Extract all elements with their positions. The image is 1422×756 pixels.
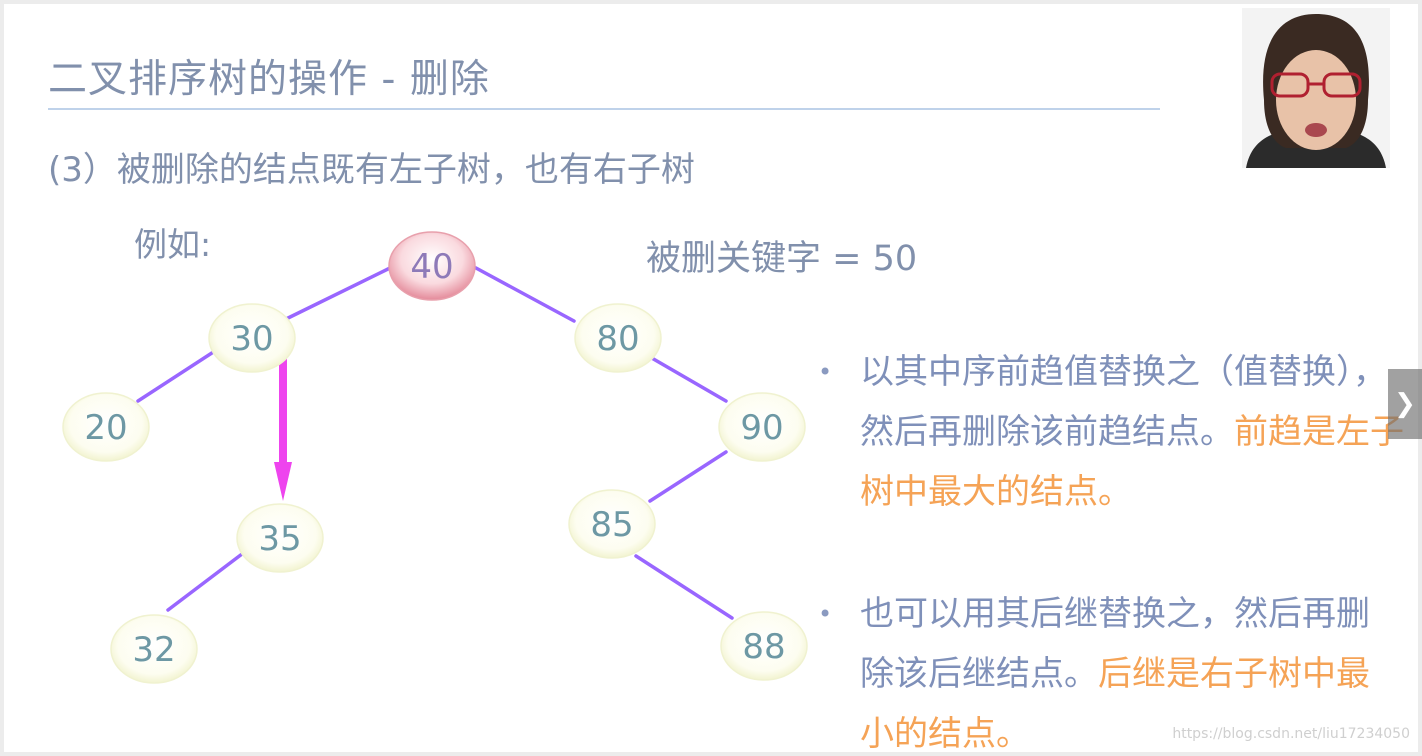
node-30-label: 30 xyxy=(230,319,273,359)
node-85-label: 85 xyxy=(590,505,633,545)
predecessor-bullet: • 以其中序前趋值替换之（值替换），然后再删除该前趋结点。前趋是左子树中最大的结… xyxy=(818,342,1418,522)
example-label: 例如: xyxy=(134,225,212,264)
chevron-right-icon: ❯ xyxy=(1394,389,1416,419)
node-88: 88 xyxy=(720,611,808,681)
node-80-label: 80 xyxy=(596,319,639,359)
presenter-video xyxy=(1242,8,1390,168)
node-90-label: 90 xyxy=(740,408,783,448)
successor-text: 也可以用其后继替换之，然后再删除该后继结点。 xyxy=(860,594,1370,694)
edge-35-32 xyxy=(166,552,244,612)
edge-85-88 xyxy=(634,554,734,620)
edge-80-90 xyxy=(648,355,728,403)
edge-30-20 xyxy=(136,347,220,403)
edge-40-30 xyxy=(282,266,392,322)
binary-search-tree-diagram: 40 30 80 20 90 35 85 32 xyxy=(62,231,808,684)
successor-highlight: 后继是右子树中最小的结点。 xyxy=(860,654,1370,752)
node-35: 35 xyxy=(236,503,324,573)
presenter-avatar-icon xyxy=(1242,8,1390,168)
node-40: 40 xyxy=(388,231,476,301)
node-20-label: 20 xyxy=(84,408,127,448)
slide-title: 二叉排序树的操作 - 删除 xyxy=(48,57,490,102)
tree-edges xyxy=(136,266,734,620)
node-35-label: 35 xyxy=(258,519,301,559)
watermark: https://blog.csdn.net/liu17234050 xyxy=(1172,726,1410,742)
successor-bullet: • 也可以用其后继替换之，然后再删除该后继结点。后继是右子树中最小的结点。 xyxy=(818,584,1400,752)
node-80: 80 xyxy=(574,303,662,373)
node-88-label: 88 xyxy=(742,627,785,667)
predecessor-highlight: 前趋是左子树中最大的结点。 xyxy=(860,412,1404,512)
node-85: 85 xyxy=(568,489,656,559)
bullet-dot-icon: • xyxy=(818,358,833,386)
node-32: 32 xyxy=(110,614,198,684)
edge-90-85 xyxy=(648,450,728,503)
node-40-label: 40 xyxy=(410,247,453,287)
node-20: 20 xyxy=(62,392,150,462)
node-90: 90 xyxy=(718,392,806,462)
deleted-key-label: 被删关键字 = 50 xyxy=(646,239,918,279)
node-30: 30 xyxy=(208,303,296,373)
edge-40-80 xyxy=(474,266,576,323)
next-slide-button[interactable]: ❯ xyxy=(1388,369,1422,439)
predecessor-arrow xyxy=(274,350,292,501)
predecessor-text: 以其中序前趋值替换之（值替换），然后再删除该前趋结点。 xyxy=(860,352,1387,452)
case-subtitle: (3）被删除的结点既有左子树，也有右子树 xyxy=(48,150,695,190)
bullet-dot-icon: • xyxy=(818,600,833,628)
node-32-label: 32 xyxy=(132,630,175,670)
title-divider xyxy=(48,108,1160,110)
slide: 二叉排序树的操作 - 删除 (3）被删除的结点既有左子树，也有右子树 例如: 被… xyxy=(4,4,1418,752)
